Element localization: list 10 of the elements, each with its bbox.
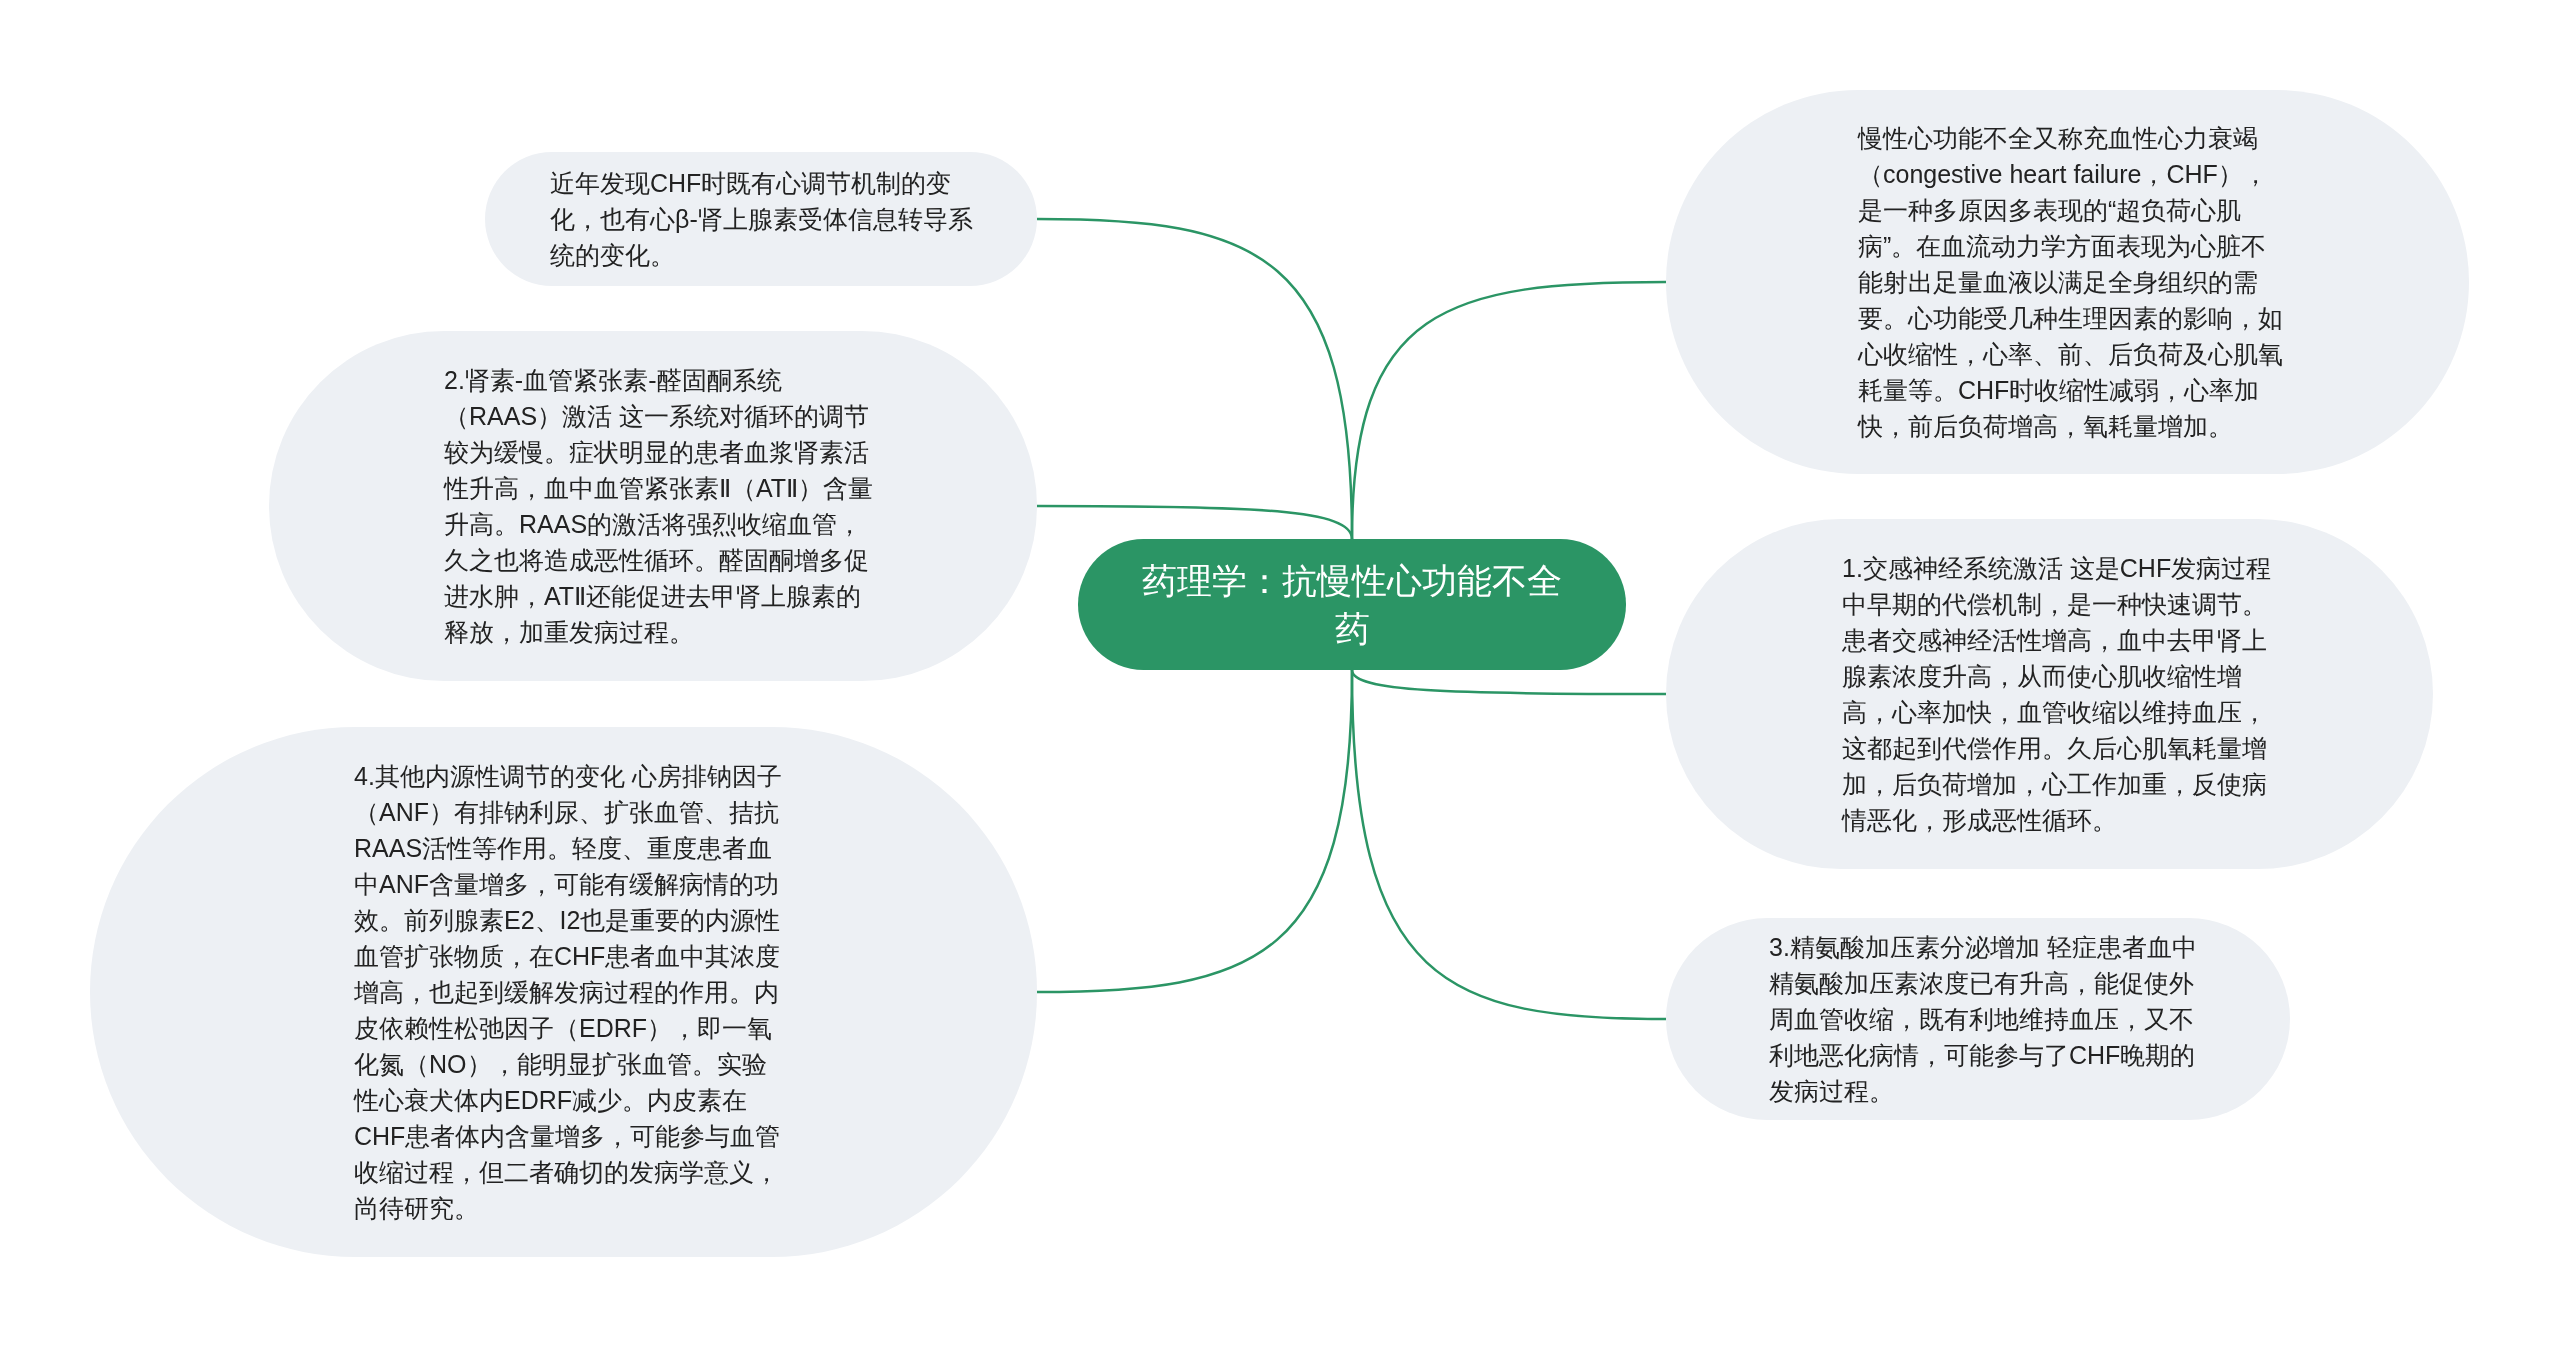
topic-title: 药理学：抗慢性心功能不全药 [1141, 559, 1563, 650]
connector-line [1037, 504, 1354, 540]
topic-text: 1.交感神经系统激活 这是CHF发病过程中早期的代偿机制，是一种快速调节。患者交感神经活性增高，血中去甲肾上腺素浓度升高，从而使心肌收缩性增高，心率加快，血管收缩以维持血压，这都起到代偿作用。久后心肌氧耗量增加，后负荷增加，心工作加重，反使病情恶化，形成恶性循环。 [1842, 553, 2272, 836]
topic-text: 2.肾素-血管紧张素-醛固酮系统（RAAS）激活 这一系统对循环的调节较为缓慢。症状明显的患者血浆肾素活性升高，血中血管紧张素Ⅱ（ATⅡ）含量升高。RAAS的激活将强烈收缩血管，久之也将造成恶性循环。醛固酮增多促进水肿，ATⅡ还能促进去甲肾上腺素的释放，加重发病过程。 [444, 365, 874, 648]
topic-text: 4.其他内源性调节的变化 心房排钠因子（ANF）有排钠利尿、扩张血管、拮抗RAAS活性等作用。轻度、重度患者血中ANF含量增多，可能有缓解病情的功效。前列腺素E2、I2也是重要的内源性血管扩张物质，在CHF患者血中其浓度增高，也起到缓解发病过程的作用。内皮依赖性松弛因子（EDRF），即一氧化氮（NO），能明显扩张血管。实验性心衰犬体内EDRF减少。内皮素在CHF患者体内含量增多，可能参与血管收缩过程，但二者确切的发病学意义，尚待研究。 [354, 761, 783, 1224]
connector-line [1037, 669, 1354, 994]
topic-text: 3.精氨酸加压素分泌增加 轻症患者血中精氨酸加压素浓度已有升高，能促使外周血管收缩，既有利地维持血压，又不利地恶化病情，可能参与了CHF晚期的发病过程。 [1769, 932, 2198, 1107]
topic-text: 慢性心功能不全又称充血性心力衰竭（congestive heart failure，CHF），是一种多原因多表现的“超负荷心肌病”。在血流动力学方面表现为心脏不能射出足量血液以满足全身组织的需要。心功能受几种生理因素的影响，如心收缩性，心率、前、后负荷及心肌氧耗量等。CHF时收缩性减弱，心率加快，前后负荷增高，氧耗量增加。 [1858, 123, 2284, 442]
topic-text: 近年发现CHF时既有心调节机制的变化，也有心β-肾上腺素受体信息转导系统的变化。 [550, 168, 974, 271]
connector-line [1350, 669, 1666, 696]
